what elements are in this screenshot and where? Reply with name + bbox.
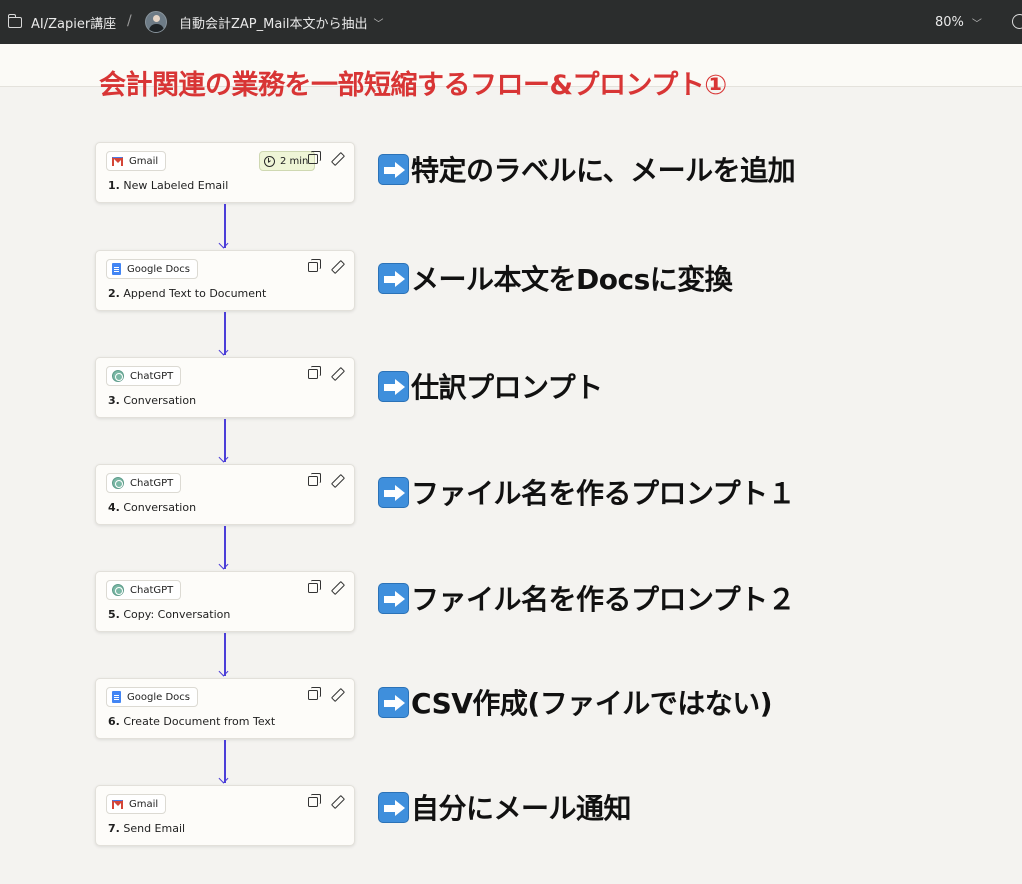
page-title: 会計関連の業務を一部短縮するフロー&プロンプト① [99, 63, 727, 102]
chevron-down-icon: ﹀ [374, 15, 384, 30]
right-arrow-icon [378, 792, 409, 823]
copy-icon[interactable] [308, 369, 318, 379]
edit-icon[interactable] [331, 688, 343, 700]
google-docs-icon [112, 263, 121, 275]
zap-name: 自動会計ZAP_Mail本文から抽出 [179, 13, 368, 32]
copy-icon[interactable] [308, 797, 318, 807]
help-icon[interactable] [1012, 14, 1022, 29]
copy-icon[interactable] [308, 476, 318, 486]
top-bar: AI/Zapier講座 / 自動会計ZAP_Mail本文から抽出 ﹀ 80% ﹀ [0, 0, 1022, 44]
edit-icon[interactable] [331, 795, 343, 807]
step-label: 2. Append Text to Document [108, 287, 266, 300]
step-card-2[interactable]: Google Docs 2. Append Text to Document [95, 250, 355, 311]
google-docs-icon [112, 691, 121, 703]
annotation-step-7: 自分にメール通知 [378, 787, 631, 827]
chatgpt-icon [112, 584, 124, 596]
app-badge: ChatGPT [106, 473, 181, 493]
step-card-3[interactable]: ChatGPT 3. Conversation [95, 357, 355, 418]
step-card-4[interactable]: ChatGPT 4. Conversation [95, 464, 355, 525]
chevron-down-icon: ﹀ [972, 15, 982, 30]
step-card-5[interactable]: ChatGPT 5. Copy: Conversation [95, 571, 355, 632]
right-arrow-icon [378, 371, 409, 402]
app-badge: Gmail [106, 151, 166, 171]
step-card-1[interactable]: Gmail 2 min 1. New Labeled Email [95, 142, 355, 203]
edit-icon[interactable] [331, 260, 343, 272]
chatgpt-icon [112, 477, 124, 489]
app-badge: Google Docs [106, 687, 198, 707]
breadcrumb-separator: / [127, 13, 132, 29]
step-label: 4. Conversation [108, 501, 196, 514]
clock-icon [264, 156, 275, 167]
annotation-step-2: メール本文をDocsに変換 [378, 258, 732, 298]
edit-icon[interactable] [331, 367, 343, 379]
app-badge: ChatGPT [106, 580, 181, 600]
copy-icon[interactable] [308, 583, 318, 593]
right-arrow-icon [378, 154, 409, 185]
edit-icon[interactable] [331, 474, 343, 486]
step-label: 1. New Labeled Email [108, 179, 228, 192]
app-badge: Gmail [106, 794, 166, 814]
annotation-step-5: ファイル名を作るプロンプト２ [378, 578, 795, 618]
folder-breadcrumb[interactable]: AI/Zapier講座 [8, 0, 116, 44]
step-label: 5. Copy: Conversation [108, 608, 230, 621]
step-label: 6. Create Document from Text [108, 715, 275, 728]
step-card-6[interactable]: Google Docs 6. Create Document from Text [95, 678, 355, 739]
step-label: 3. Conversation [108, 394, 196, 407]
zoom-dropdown[interactable]: 80% ﹀ [935, 0, 982, 44]
time-badge: 2 min [259, 151, 315, 171]
gmail-icon [112, 800, 123, 809]
annotation-step-1: 特定のラベルに、メールを追加 [378, 149, 795, 189]
copy-icon[interactable] [308, 154, 318, 164]
zoom-level: 80% [935, 15, 964, 30]
edit-icon[interactable] [331, 152, 343, 164]
annotation-step-6: CSV作成(ファイルではない) [378, 682, 772, 722]
step-card-7[interactable]: Gmail 7. Send Email [95, 785, 355, 846]
copy-icon[interactable] [308, 262, 318, 272]
annotation-step-4: ファイル名を作るプロンプト１ [378, 472, 795, 512]
app-badge: Google Docs [106, 259, 198, 279]
copy-icon[interactable] [308, 690, 318, 700]
gmail-icon [112, 157, 123, 166]
step-connector-arrow [224, 526, 226, 569]
edit-icon[interactable] [331, 581, 343, 593]
step-connector-arrow [224, 312, 226, 355]
app-badge: ChatGPT [106, 366, 181, 386]
step-connector-arrow [224, 419, 226, 462]
annotation-step-3: 仕訳プロンプト [378, 366, 603, 406]
zap-name-dropdown[interactable]: 自動会計ZAP_Mail本文から抽出 ﹀ [145, 0, 384, 44]
step-label: 7. Send Email [108, 822, 185, 835]
step-connector-arrow [224, 740, 226, 783]
step-connector-arrow [224, 204, 226, 248]
avatar [145, 11, 167, 33]
step-connector-arrow [224, 633, 226, 676]
right-arrow-icon [378, 687, 409, 718]
chatgpt-icon [112, 370, 124, 382]
folder-icon [8, 17, 22, 28]
right-arrow-icon [378, 477, 409, 508]
right-arrow-icon [378, 263, 409, 294]
folder-label: AI/Zapier講座 [31, 13, 116, 32]
right-arrow-icon [378, 583, 409, 614]
